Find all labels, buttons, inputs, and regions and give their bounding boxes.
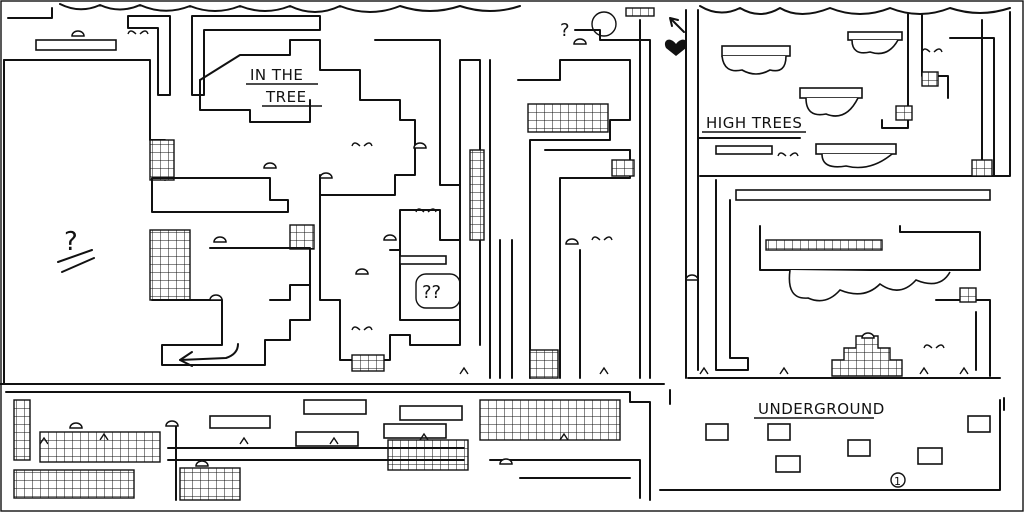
secret-room-mark: ?? bbox=[422, 282, 441, 303]
return-arrow bbox=[179, 343, 239, 361]
portal-circle bbox=[591, 11, 617, 37]
brick-column bbox=[149, 139, 175, 181]
top-nest bbox=[625, 7, 655, 17]
coin bbox=[890, 472, 906, 488]
grass bbox=[39, 366, 969, 445]
label-underline bbox=[246, 83, 322, 107]
top-canopy bbox=[59, 3, 1011, 15]
underground-right bbox=[659, 389, 1005, 491]
coin-mark: 1 bbox=[894, 475, 901, 488]
arrow-icon bbox=[669, 17, 685, 33]
secret-room-box bbox=[415, 273, 461, 309]
divider-wall bbox=[685, 9, 699, 379]
unknown-room bbox=[3, 7, 166, 384]
in-the-tree-area bbox=[151, 39, 416, 367]
top-hint-mark: ? bbox=[560, 20, 570, 41]
unknown-area-mark: ? bbox=[64, 227, 78, 257]
brick-block bbox=[289, 224, 315, 250]
in-the-tree-label-2: TREE bbox=[265, 88, 307, 106]
brick-stairs bbox=[149, 229, 191, 301]
middle-trunks bbox=[127, 15, 513, 379]
high-trees-area bbox=[697, 11, 1011, 371]
ground-line bbox=[0, 377, 1001, 385]
heart-icon bbox=[664, 39, 688, 56]
underground-ceiling bbox=[5, 391, 651, 501]
sprout-icon bbox=[127, 30, 945, 349]
right-chamber bbox=[759, 225, 991, 377]
mushroom-icon bbox=[69, 30, 875, 467]
high-trees-label: HIGH TREES bbox=[706, 114, 802, 132]
underground-label: UNDERGROUND bbox=[758, 400, 885, 418]
center-tree bbox=[469, 19, 651, 379]
underground-left bbox=[13, 399, 641, 501]
in-the-tree-label-1: IN THE bbox=[250, 66, 303, 84]
